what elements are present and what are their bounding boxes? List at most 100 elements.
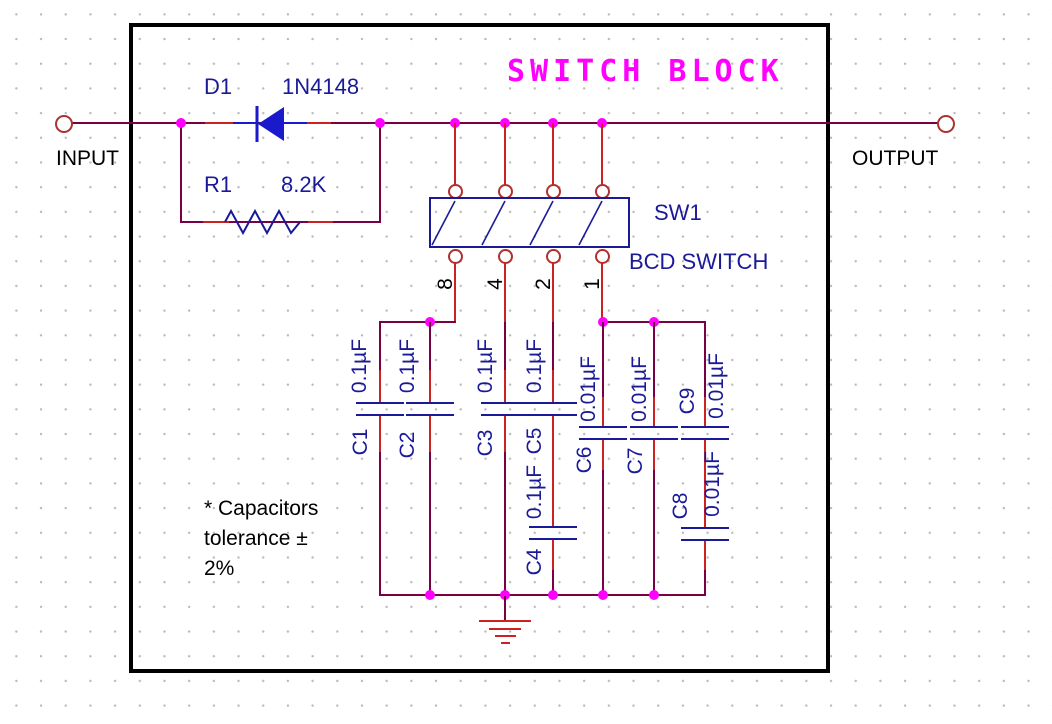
cap-ref: C5 <box>523 427 546 455</box>
resistor-symbol <box>224 208 301 236</box>
schematic-title: SWITCH BLOCK <box>507 54 784 89</box>
cap-bank-left-wire <box>379 321 456 323</box>
cap-plate <box>681 539 729 541</box>
cap-plate <box>630 438 678 440</box>
cap-wire <box>552 570 554 596</box>
junction-dot <box>500 590 510 600</box>
ground-bar <box>501 642 510 644</box>
switch-top-wire <box>552 123 554 185</box>
cap-wire <box>379 370 381 403</box>
cap-ref: C4 <box>523 548 546 576</box>
switch-bottom-wire <box>454 262 456 322</box>
input-terminal <box>55 115 73 133</box>
ground-bar <box>479 620 531 622</box>
switch-body <box>429 197 630 248</box>
switch-bottom-wire <box>601 262 603 322</box>
cap-wire <box>653 470 655 596</box>
junction-dot <box>649 590 659 600</box>
cap-wire <box>504 370 506 403</box>
cap-wire <box>429 416 431 452</box>
ground-bar <box>495 635 516 637</box>
resistor-right-pin-wire <box>308 221 333 223</box>
cap-value: 0.1µF <box>474 338 497 394</box>
junction-dot <box>176 118 186 128</box>
cap-ref: C3 <box>474 429 497 457</box>
switch-top-wire <box>601 123 603 185</box>
block-border <box>129 23 830 673</box>
resistor-left-pin-wire <box>203 221 229 223</box>
cap-plate <box>481 402 529 404</box>
diode-right-pin-wire <box>307 122 331 124</box>
cap-ref: C9 <box>676 387 699 415</box>
resistor-ref: R1 <box>204 172 233 197</box>
cap-plate <box>406 402 454 404</box>
cap-wire <box>552 540 554 570</box>
cap-plate <box>579 426 627 428</box>
cap-wire <box>379 322 381 370</box>
junction-dot <box>548 590 558 600</box>
cap-plate <box>356 414 404 416</box>
note-line-3: 2% <box>204 557 235 580</box>
note-line-2: tolerance ± <box>204 527 308 550</box>
switch-bottom-wire <box>552 262 554 322</box>
diode-left-lead <box>233 122 257 124</box>
cap-ref: C6 <box>573 446 596 474</box>
cap-plate <box>481 414 529 416</box>
cap-wire <box>429 452 431 596</box>
cap-value: 0.01µF <box>577 356 600 422</box>
diode-value: 1N4148 <box>282 74 360 99</box>
ground-bar <box>489 628 521 630</box>
cap-wire <box>653 397 655 427</box>
junction-dot <box>598 590 608 600</box>
cap-wire <box>504 416 506 452</box>
cap-wire <box>704 440 706 527</box>
cap-wire <box>602 322 604 397</box>
output-terminal <box>937 115 955 133</box>
cap-plate <box>529 414 577 416</box>
cap-value: 0.1µF <box>523 464 546 520</box>
diode-symbol <box>255 106 284 142</box>
switch-type: BCD SWITCH <box>629 249 769 274</box>
switch-top-wire <box>504 123 506 185</box>
switch-top-wire <box>454 123 456 185</box>
cap-value: 0.1µF <box>348 338 371 394</box>
cap-value: 0.01µF <box>705 353 728 419</box>
ground-stem <box>504 596 506 621</box>
cap-wire <box>552 370 554 403</box>
cap-plate <box>406 414 454 416</box>
cap-wire <box>552 322 554 370</box>
cap-ref: C1 <box>349 428 372 456</box>
resistor-bottom-wire <box>180 221 381 223</box>
output-label: OUTPUT <box>852 147 939 170</box>
resistor-left-wire <box>180 123 182 223</box>
diode-ref: D1 <box>204 74 233 99</box>
junction-dot <box>375 118 385 128</box>
diode-left-pin-wire <box>205 122 233 124</box>
cap-ref: C7 <box>624 447 647 475</box>
cap-plate <box>356 402 404 404</box>
cap-wire <box>504 452 506 596</box>
cap-wire <box>704 570 706 596</box>
resistor-value: 8.2K <box>281 172 327 197</box>
switch-slashes <box>431 200 603 246</box>
cap-wire <box>602 470 604 596</box>
cap-wire <box>704 397 706 427</box>
cap-value: 0.1µF <box>396 338 419 394</box>
cap-plate <box>529 526 577 528</box>
cap-wire <box>552 416 554 526</box>
note-line-1: * Capacitors <box>204 497 319 520</box>
switch-bottom-wire <box>504 262 506 322</box>
input-label: INPUT <box>56 147 119 170</box>
cap-wire <box>653 440 655 470</box>
cap-wire <box>653 322 655 397</box>
cap-wire <box>704 322 706 397</box>
cap-plate <box>579 438 627 440</box>
cap-wire <box>504 322 506 370</box>
cap-ref: C8 <box>669 492 692 520</box>
cap-ref: C2 <box>396 431 419 459</box>
cap-value: 0.01µF <box>701 451 724 517</box>
cap-wire <box>429 322 431 370</box>
junction-dot <box>425 590 435 600</box>
ground-bus <box>379 594 706 596</box>
